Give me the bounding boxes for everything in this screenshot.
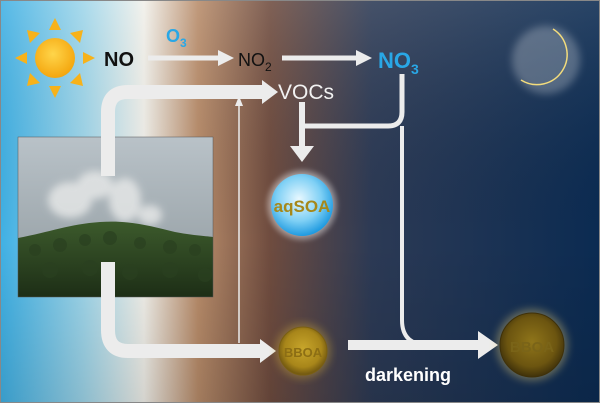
label-no: NO [104,49,134,71]
forest-fire-smoke-photo [17,136,214,298]
crescent-moon-icon [512,26,580,94]
arrow-head-aqsoa [290,146,314,162]
arrow-head-darkening [478,331,498,359]
arrow-no3-to-aqsoa [302,74,405,129]
label-darkened-bboa: BBOA [510,339,554,356]
label-aqsoa: aqSOA [274,197,331,216]
aqsoa-particle [264,167,340,243]
arrow-head-bboa [260,339,276,363]
label-vocs: VOCs [278,81,334,104]
label-darkening: darkening [365,365,451,385]
sun-icon [15,18,95,98]
bboa-particle [275,323,331,379]
arrows [101,50,498,363]
label-bboa: BBOA [284,345,323,360]
label-no2: NO2 [238,50,272,74]
arrow-photo-to-bboa [101,262,260,358]
darkened-bboa-particle [496,309,568,381]
arrow-head-vocs [262,80,278,104]
arrow-photo-to-vocs [101,85,262,176]
label-o3: O3 [166,26,187,50]
label-no3: NO3 [378,48,419,77]
